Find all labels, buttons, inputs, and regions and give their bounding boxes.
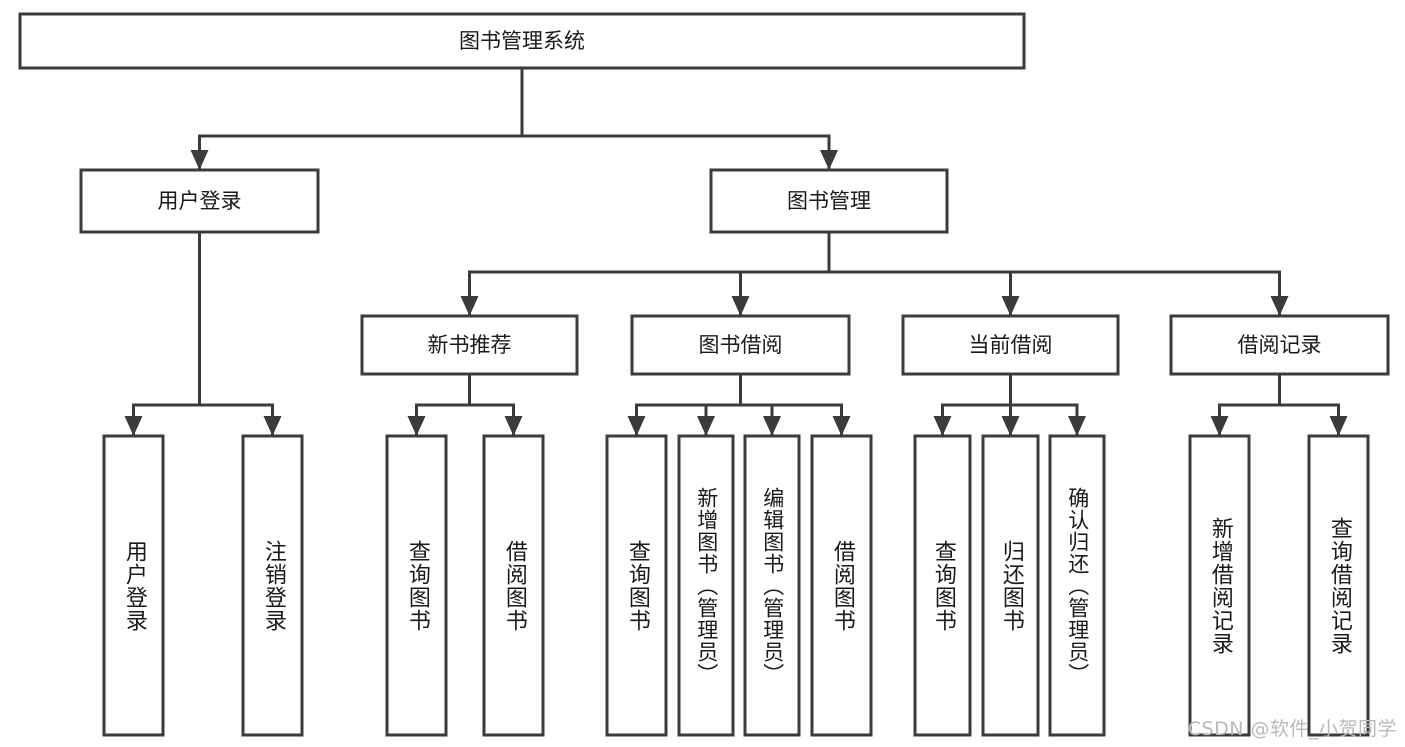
arrow-head-icon-to-book-mgmt <box>820 150 838 170</box>
arrow-head-icon-to-leaf-5 <box>697 416 715 436</box>
boxes-layer <box>18 12 1390 737</box>
leaf-box-7[interactable] <box>810 434 873 737</box>
arrow-head-icon-to-leaf-0 <box>124 416 143 436</box>
leaf-box-8[interactable] <box>913 434 972 737</box>
arrow-head-icon-to-leaf-12 <box>1329 416 1348 436</box>
arrow-head-icon-to-l3-1 <box>731 296 750 316</box>
csdn-watermark: CSDN @软件_小贺同学 <box>1187 718 1397 740</box>
arrow-head-icon-to-leaf-6 <box>763 416 781 436</box>
leaf-box-2[interactable] <box>385 434 448 737</box>
leaf-box-11[interactable] <box>1188 434 1251 737</box>
node-label-l3-0: 新书推荐 <box>428 333 512 357</box>
node-label-l2-1: 图书管理 <box>787 189 871 213</box>
arrow-head-icon-to-leaf-3 <box>504 416 523 436</box>
leaf-box-6[interactable] <box>743 434 801 737</box>
arrow-head-icon-to-leaf-9 <box>1001 416 1020 436</box>
arrow-head-icon-to-leaf-4 <box>627 416 646 436</box>
node-label-root: 图书管理系统 <box>459 29 585 53</box>
connectors-layer <box>124 66 1348 438</box>
node-box-root[interactable] <box>18 12 1026 70</box>
leaf-box-3[interactable] <box>482 434 545 737</box>
arrow-head-icon-to-l3-0 <box>460 296 479 316</box>
leaf-box-10[interactable] <box>1048 434 1106 737</box>
arrow-head-icon-to-leaf-7 <box>832 416 851 436</box>
node-box-l3-1[interactable] <box>630 314 851 376</box>
arrow-head-icon-to-l3-3 <box>1270 296 1289 316</box>
leaf-box-9[interactable] <box>981 434 1040 737</box>
leaf-box-1[interactable] <box>241 434 304 737</box>
arrow-head-icon-to-leaf-8 <box>933 416 952 436</box>
arrow-head-icon-to-leaf-1 <box>263 416 282 436</box>
node-label-l2-0: 用户登录 <box>158 189 242 213</box>
node-box-l3-3[interactable] <box>1169 314 1390 376</box>
node-box-l2-1[interactable] <box>709 168 949 234</box>
arrow-head-icon-to-leaf-2 <box>407 416 426 436</box>
node-box-l2-0[interactable] <box>79 168 320 234</box>
node-label-l3-3: 借阅记录 <box>1238 333 1322 357</box>
leaf-box-12[interactable] <box>1307 434 1370 737</box>
leaf-box-0[interactable] <box>102 434 165 737</box>
arrow-head-icon-to-l3-2 <box>1001 296 1020 316</box>
leaf-box-5[interactable] <box>677 434 735 737</box>
leaf-box-4[interactable] <box>605 434 668 737</box>
node-label-l3-1: 图书借阅 <box>699 333 783 357</box>
node-box-l3-0[interactable] <box>360 314 579 376</box>
arrow-head-icon-to-user-login <box>190 150 209 170</box>
arrow-head-icon-to-leaf-11 <box>1210 416 1229 436</box>
node-label-l3-2: 当前借阅 <box>969 333 1053 357</box>
arrow-head-icon-to-leaf-10 <box>1068 416 1086 436</box>
node-box-l3-2[interactable] <box>901 314 1120 376</box>
